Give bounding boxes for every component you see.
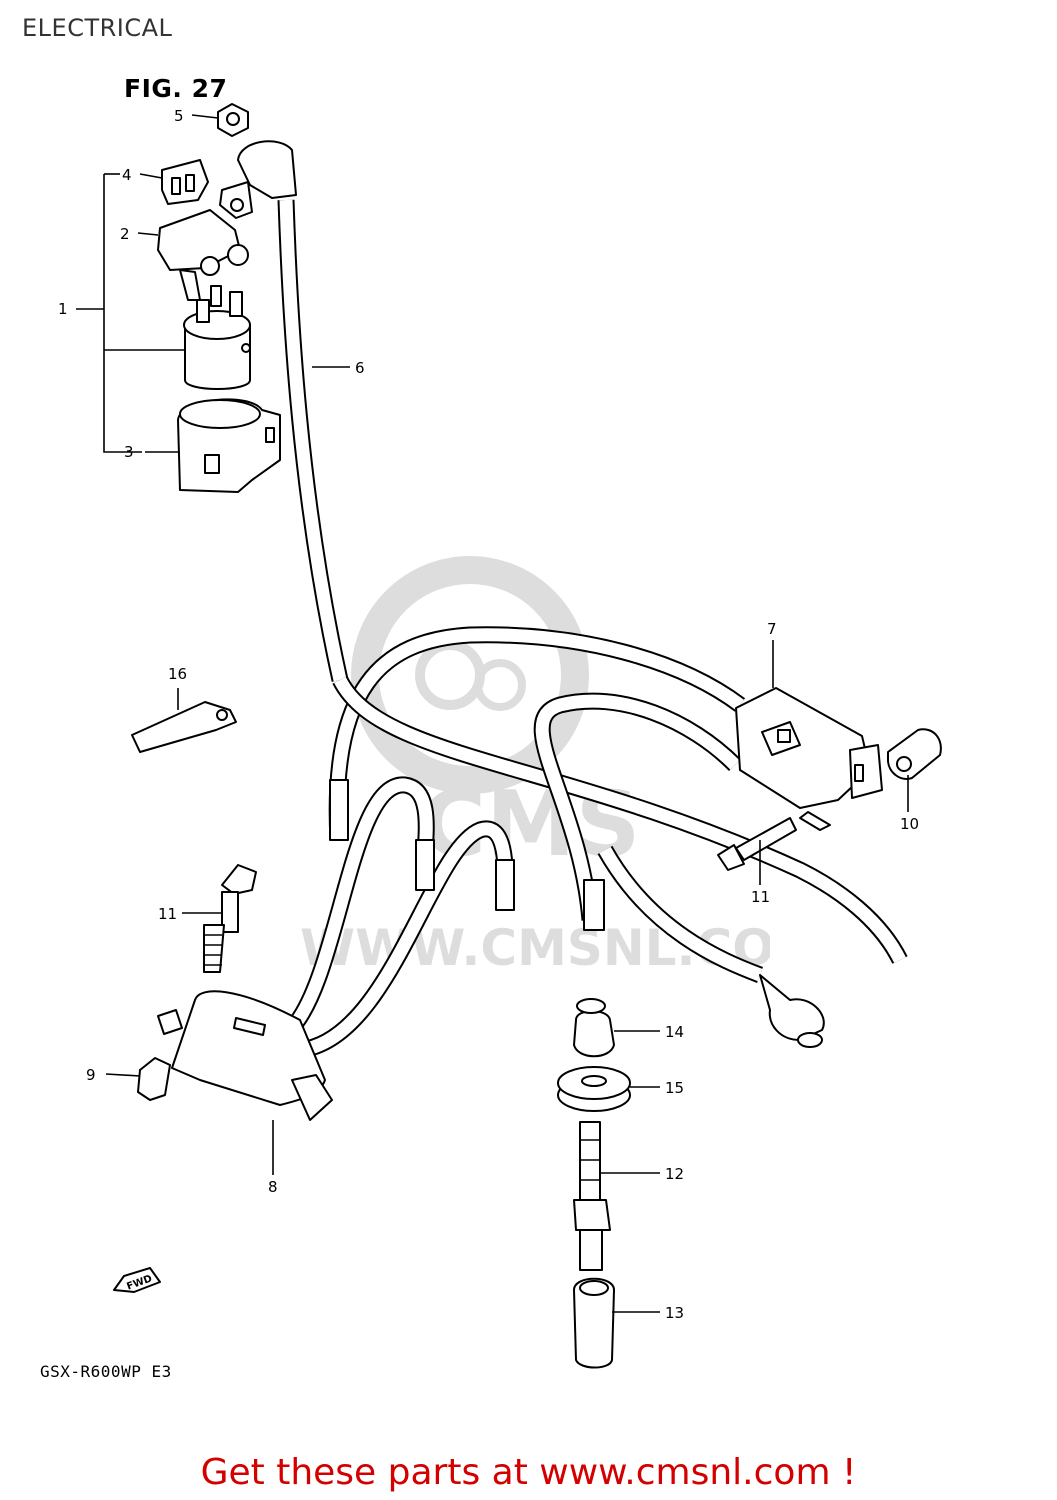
page-title: ELECTRICAL [22,14,173,42]
watermark-eye [474,659,526,711]
sleeve-9 [137,1057,171,1101]
lead-terminal [583,879,605,931]
plug-lead-loop [283,776,435,1036]
callout-1: 1 [58,300,68,318]
battery-cable-6 [277,199,349,682]
callout-8: 8 [268,1178,278,1196]
harness-loop-second [332,675,908,964]
battery-terminal [219,140,297,219]
ignition-coil-8 [157,990,333,1121]
callout-11-left: 11 [158,905,177,923]
callout-15: 15 [665,1079,684,1097]
lead-terminal [329,779,349,841]
callout-11-right: 11 [751,888,770,906]
callout-9: 9 [86,1066,96,1084]
fuse-4 [161,159,209,205]
clamp-16 [131,701,237,753]
callout-2: 2 [120,225,130,243]
forward-arrow-icon: FWD [113,1267,161,1293]
get-parts-link[interactable]: Get these parts at www.cmsnl.com ! [200,1452,857,1493]
model-code: GSX-R600WP E3 [40,1362,172,1381]
nut-5 [217,103,249,137]
spark-plug-12 [573,1121,611,1271]
starter-relay-1 [183,285,251,390]
callout-16: 16 [168,665,187,683]
figure-title: FIG. 27 [124,74,228,103]
ground-lead [597,845,763,983]
callout-4: 4 [122,166,132,184]
harness-loop-third [533,692,742,921]
plug-boot-13 [573,1277,615,1369]
callout-13: 13 [665,1304,684,1322]
callout-10: 10 [900,815,919,833]
relay-holder-3 [177,398,281,493]
lead-terminal [415,839,435,891]
harness-loop-main [328,626,746,841]
ignition-coil-7 [735,687,883,831]
callout-7: 7 [767,620,777,638]
bolt-11-right [717,817,797,871]
washer-15 [557,1066,631,1112]
callout-12: 12 [665,1165,684,1183]
bolt-11-left [203,864,257,973]
callout-3: 3 [124,443,134,461]
callout-6: 6 [355,359,365,377]
lead-terminal [495,859,515,911]
fuse-holder-2 [157,209,249,301]
ground-terminal [759,974,825,1048]
plug-cap-10 [887,728,942,780]
grommet-14 [573,998,615,1058]
leader-lines [76,114,909,1313]
callout-14: 14 [665,1023,684,1041]
callout-5: 5 [174,107,184,125]
